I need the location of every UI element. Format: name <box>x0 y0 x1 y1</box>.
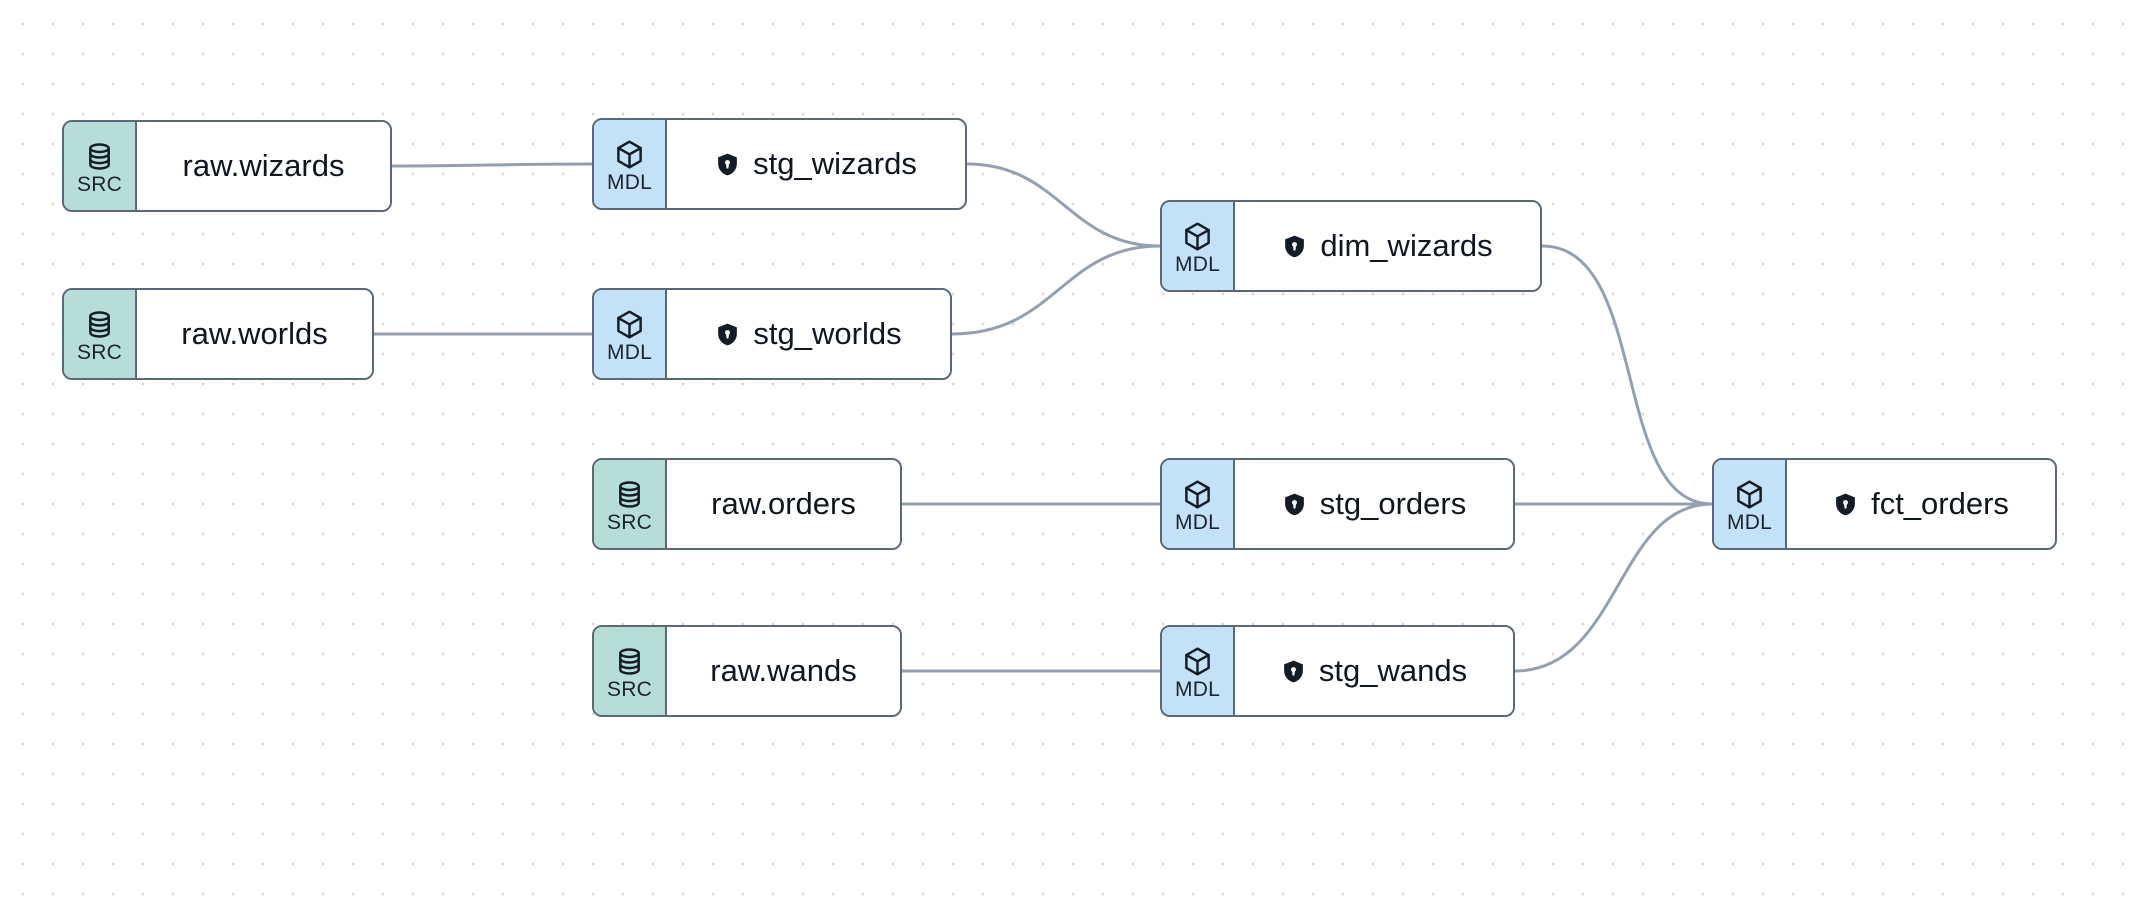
node-kind-label: SRC <box>77 173 122 196</box>
node-body: raw.worlds <box>137 290 372 378</box>
node-body: stg_worlds <box>667 290 950 378</box>
node-label: stg_wizards <box>753 146 917 181</box>
node-label: stg_wands <box>1318 653 1468 688</box>
node-kind-label: SRC <box>607 511 652 534</box>
node-label: raw.orders <box>711 486 856 521</box>
cube-icon <box>1182 221 1213 252</box>
node-label: stg_worlds <box>753 316 902 351</box>
node-kind-badge-src: SRC <box>64 122 137 210</box>
node-kind-label: SRC <box>77 341 122 364</box>
cube-icon <box>1182 479 1213 510</box>
node-label: stg_orders <box>1319 486 1467 521</box>
shield-lock-icon <box>1282 234 1307 259</box>
node-label: raw.worlds <box>181 316 328 351</box>
node-kind-badge-mdl: MDL <box>594 290 667 378</box>
edge-raw_wizards-to-stg_wizards <box>390 162 594 168</box>
node-kind-label: MDL <box>1727 511 1772 534</box>
cube-icon <box>614 139 645 170</box>
node-kind-badge-mdl: MDL <box>594 120 667 208</box>
node-kind-label: MDL <box>607 171 652 194</box>
shield-lock-icon <box>1833 492 1858 517</box>
node-kind-badge-src: SRC <box>64 290 137 378</box>
edge-dim_wizards-to-fct_orders <box>1540 244 1714 506</box>
node-body: raw.wands <box>667 627 900 715</box>
shield-lock-icon <box>715 322 740 347</box>
node-kind-badge-mdl: MDL <box>1162 460 1235 548</box>
node-fct_orders[interactable]: MDL fct_orders <box>1712 458 2057 550</box>
node-kind-badge-mdl: MDL <box>1714 460 1787 548</box>
node-body: dim_wizards <box>1235 202 1540 290</box>
node-stg_wands[interactable]: MDL stg_wands <box>1160 625 1515 717</box>
edge-stg_worlds-to-dim_wizards <box>950 244 1162 336</box>
node-kind-label: SRC <box>607 678 652 701</box>
node-kind-label: MDL <box>607 341 652 364</box>
node-label: raw.wands <box>710 653 857 688</box>
node-body: stg_wands <box>1235 627 1513 715</box>
node-raw_orders[interactable]: SRC raw.orders <box>592 458 902 550</box>
node-label: fct_orders <box>1871 486 2009 521</box>
cube-icon <box>1734 479 1765 510</box>
node-raw_wizards[interactable]: SRC raw.wizards <box>62 120 392 212</box>
node-stg_worlds[interactable]: MDL stg_worlds <box>592 288 952 380</box>
node-stg_wizards[interactable]: MDL stg_wizards <box>592 118 967 210</box>
node-body: raw.wizards <box>137 122 390 210</box>
node-kind-badge-src: SRC <box>594 627 667 715</box>
node-body: fct_orders <box>1787 460 2055 548</box>
node-dim_wizards[interactable]: MDL dim_wizards <box>1160 200 1542 292</box>
database-icon <box>84 141 115 172</box>
shield-lock-icon <box>715 152 740 177</box>
node-stg_orders[interactable]: MDL stg_orders <box>1160 458 1515 550</box>
node-body: stg_orders <box>1235 460 1513 548</box>
node-kind-label: MDL <box>1175 253 1220 276</box>
node-label: dim_wizards <box>1320 228 1493 263</box>
node-raw_worlds[interactable]: SRC raw.worlds <box>62 288 374 380</box>
node-kind-badge-mdl: MDL <box>1162 627 1235 715</box>
edge-stg_wizards-to-dim_wizards <box>965 162 1162 248</box>
database-icon <box>614 479 645 510</box>
cube-icon <box>614 309 645 340</box>
edge-stg_wands-to-fct_orders <box>1513 502 1714 673</box>
cube-icon <box>1182 646 1213 677</box>
node-body: raw.orders <box>667 460 900 548</box>
database-icon <box>84 309 115 340</box>
shield-lock-icon <box>1281 659 1306 684</box>
node-label: raw.wizards <box>182 148 345 183</box>
node-body: stg_wizards <box>667 120 965 208</box>
node-kind-badge-src: SRC <box>594 460 667 548</box>
shield-lock-icon <box>1282 492 1307 517</box>
node-raw_wands[interactable]: SRC raw.wands <box>592 625 902 717</box>
database-icon <box>614 646 645 677</box>
node-kind-label: MDL <box>1175 511 1220 534</box>
node-kind-badge-mdl: MDL <box>1162 202 1235 290</box>
node-kind-label: MDL <box>1175 678 1220 701</box>
